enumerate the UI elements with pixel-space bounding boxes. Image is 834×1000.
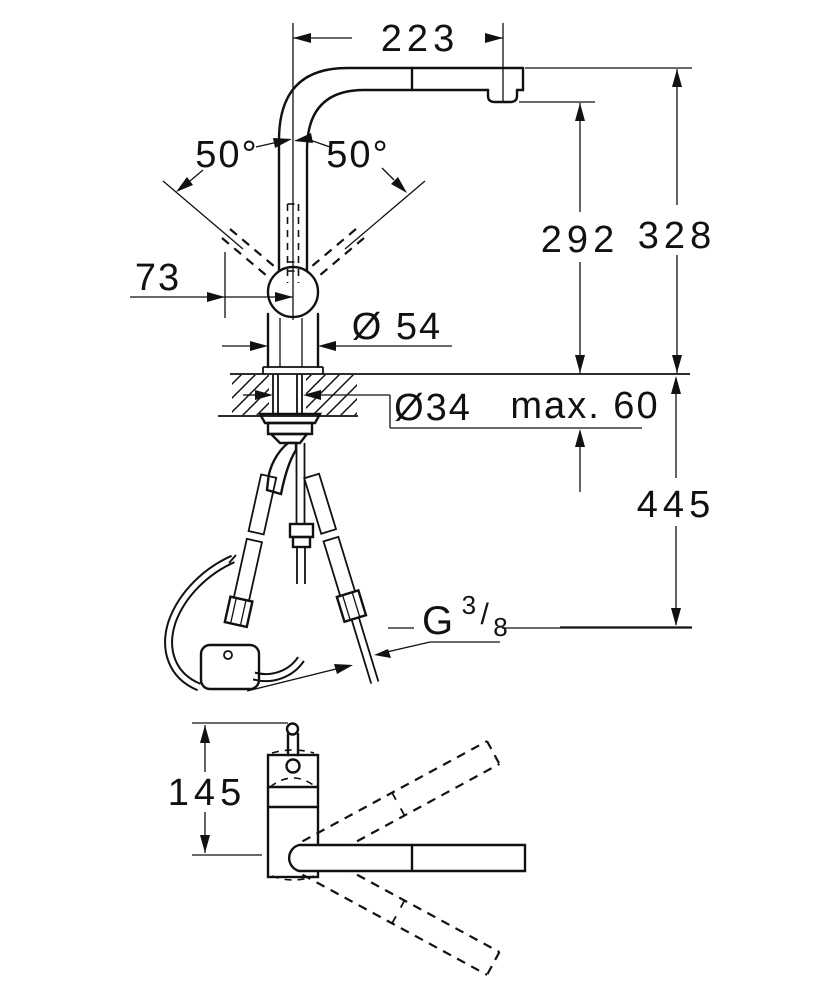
lever-positions <box>162 180 426 283</box>
dim-145-label: 145 <box>168 772 246 814</box>
faucet-body <box>262 312 324 374</box>
dim-hose-drop: 445 <box>560 376 715 628</box>
dim-54-label: Ø 54 <box>352 306 442 348</box>
dim-223-label: 223 <box>381 18 459 60</box>
dim-top-depth: 145 <box>168 722 288 856</box>
dim-height-underside: 292 <box>519 101 619 373</box>
dim-swivel-angle: 50° 50° <box>176 133 407 193</box>
supply-hose-right <box>303 472 380 684</box>
thread-g: G <box>422 599 453 643</box>
dim-lever-clearance: 73 <box>130 252 293 318</box>
spout-outline <box>277 66 525 272</box>
dim-50-right-label: 50° <box>326 134 389 176</box>
spray-head <box>265 441 298 496</box>
dim-50-left-label: 50° <box>195 134 258 176</box>
mounting-hardware <box>257 412 323 445</box>
thread-den: 8 <box>493 612 507 642</box>
dim-thread: G 3 / 8 <box>246 590 692 692</box>
thread-num: 3 <box>462 590 476 620</box>
dim-34-label: Ø34 <box>394 387 472 429</box>
dim-hole-diameter: Ø34 <box>243 387 642 429</box>
top-spout <box>287 843 527 873</box>
top-view: 145 <box>168 722 527 976</box>
front-view: 50° 50° 223 73 Ø 54 <box>130 18 716 692</box>
dim-292-label: 292 <box>541 219 619 261</box>
dim-height-top: 328 <box>525 67 716 373</box>
hose-weight <box>199 643 261 691</box>
supply-hose-left <box>223 473 278 629</box>
dim-73-label: 73 <box>135 257 181 299</box>
top-body <box>266 722 320 881</box>
dim-body-diameter: Ø 54 <box>222 306 452 351</box>
dim-328-label: 328 <box>638 215 716 257</box>
thread-label: G 3 / 8 <box>422 590 508 643</box>
dim-445-label: 445 <box>637 484 715 526</box>
dim-spout-reach: 223 <box>293 18 504 103</box>
dim-max60-label: max. 60 <box>510 385 659 427</box>
thread-slash: / <box>481 598 490 631</box>
dim-deck-thickness: max. 60 <box>510 385 659 492</box>
